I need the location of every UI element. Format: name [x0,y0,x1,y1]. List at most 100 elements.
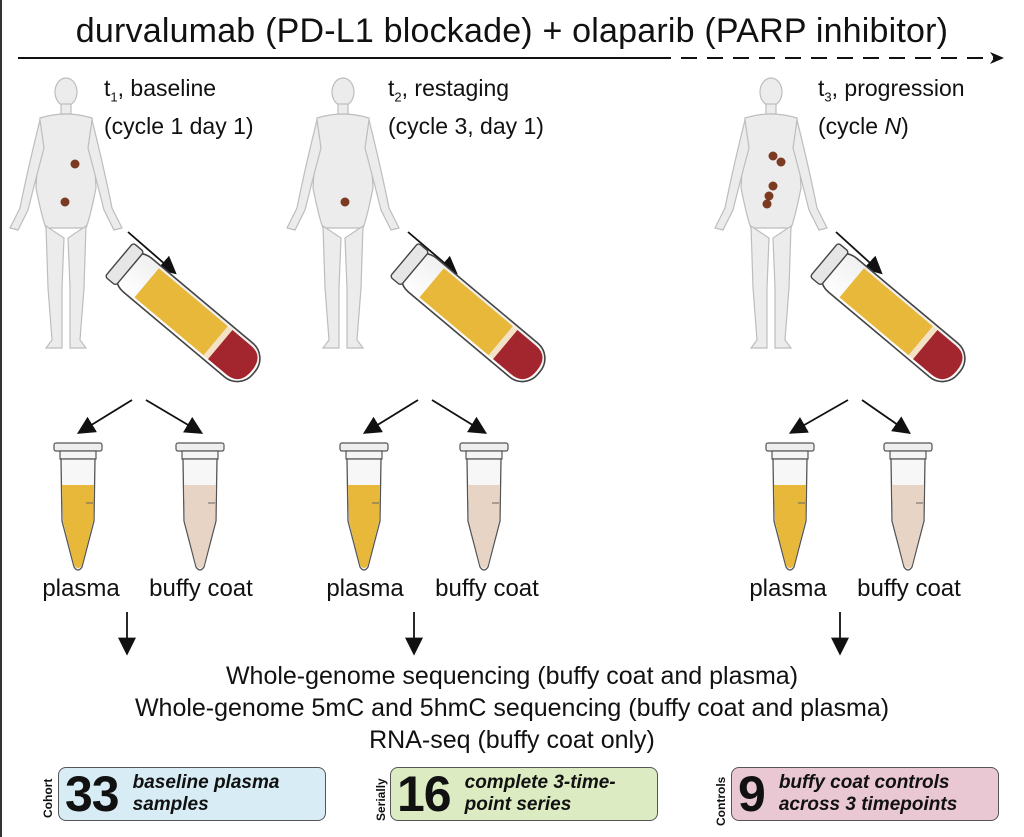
tube-plasma-layer [839,268,935,357]
microtube-fill [62,485,94,568]
figure-right-arm [792,119,828,231]
microtube-rim [181,450,219,460]
tumor-lesion [764,191,774,201]
controls-side-label: Controls [714,776,728,826]
plasma-microtube-t2 [339,442,389,571]
tube-red-cells [493,330,543,380]
sequencing-line-1: Whole-genome sequencing (buffy coat and … [225,662,799,690]
arrow-to-plasma-t3 [788,399,849,434]
arrow-to-tube-t2 [407,231,458,275]
controls-count: 9 [738,766,766,822]
figure-right-leg [772,224,793,349]
human-figure-t1 [9,77,123,349]
microtube-cap [765,442,815,452]
tumor-lesion [768,181,778,191]
microtube-rim [889,450,927,460]
buffy-label-t1: buffy coat [149,575,253,602]
arrow-to-plasma-t1 [76,399,133,434]
microtube-fill [348,485,380,568]
microtube-fill [774,485,806,568]
figure-neck [337,103,349,115]
tumor-lesion [60,197,70,207]
tumor-lesion [70,159,80,169]
figure-head [54,77,78,107]
plasma-label-t2: plasma [326,575,404,602]
figure-left-leg [44,224,65,349]
figure-neck [60,103,72,115]
figure-neck [765,103,777,115]
tube-plasma-layer [419,268,515,357]
serial-count: 16 [397,766,452,822]
timepoint-label-t3: t3, progression (cycle N) [818,75,965,139]
blood-tube-t3 [810,243,966,383]
tube-buffy-layer [203,326,234,360]
figure-torso [312,113,374,229]
buffy-microtube-t2 [459,442,509,571]
tumor-lesion [776,157,786,167]
left-border [0,0,2,837]
figure-left-arm [9,119,45,231]
microtube-fill [892,485,924,568]
arrow-to-tube-t1 [127,231,177,275]
microtube-rim [59,450,97,460]
treatment-title: durvalumab (PD-L1 blockade) + olaparib (… [75,12,949,50]
arrow-to-buffy-t2 [431,399,488,434]
buffy-label-t2: buffy coat [435,575,539,602]
buffy-microtube-t1 [175,442,225,571]
blood-tube-t1 [105,243,261,383]
figure-left-leg [321,224,342,349]
figure-torso [740,113,802,229]
timepoint-label-t1: t1, baseline (cycle 1 day 1) [104,75,254,139]
sequencing-line-2: Whole-genome 5mC and 5hmC sequencing (bu… [134,694,890,722]
sequencing-line-3: RNA-seq (buffy coat only) [369,726,655,754]
serial-summary-box: 16 complete 3-time-point series [390,766,658,822]
human-figure-t2 [286,77,400,349]
cohort-count: 33 [65,766,120,822]
timepoint-label-t2: t2, restaging (cycle 3, day 1) [388,75,544,139]
tube-red-cells [913,330,963,380]
figure-left-arm [714,119,750,231]
microtube-rim [345,450,383,460]
tumor-lesion [340,197,350,207]
arrow-to-plasma-t2 [362,399,419,434]
microtube-cap [339,442,389,452]
blood-tube-t2 [390,243,546,383]
plasma-microtube-t3 [765,442,815,571]
figure-left-arm [286,119,322,231]
plasma-microtube-t1 [53,442,103,571]
tube-cap [105,243,144,286]
human-figure-t3 [714,77,828,349]
tube-buffy-layer [488,326,519,360]
figure-head [759,77,783,107]
arrow-to-buffy-t1 [145,399,204,434]
cohort-side-label: Cohort [41,778,55,818]
arrow-to-tube-t3 [835,231,883,275]
arrow-to-buffy-t3 [861,399,911,435]
microtube-cap [175,442,225,452]
tumor-lesion [768,151,778,161]
microtube-cap [883,442,933,452]
tube-cap [810,243,849,286]
microtube-fill [184,485,216,568]
plasma-label-t1: plasma [42,575,120,602]
microtube-cap [459,442,509,452]
tumor-lesion [762,199,772,209]
figure-right-leg [344,224,365,349]
buffy-label-t3: buffy coat [857,575,961,602]
serially-side-label: Serially [374,778,388,821]
tube-cap [390,243,429,286]
figure-torso [35,113,97,229]
buffy-microtube-t3 [883,442,933,571]
figure-right-arm [364,119,400,231]
serial-description: complete 3-time-point series [464,772,616,815]
figure-head [331,77,355,107]
plasma-label-t3: plasma [749,575,827,602]
figure-right-arm [87,119,123,231]
microtube-fill [468,485,500,568]
figure-right-leg [67,224,88,349]
